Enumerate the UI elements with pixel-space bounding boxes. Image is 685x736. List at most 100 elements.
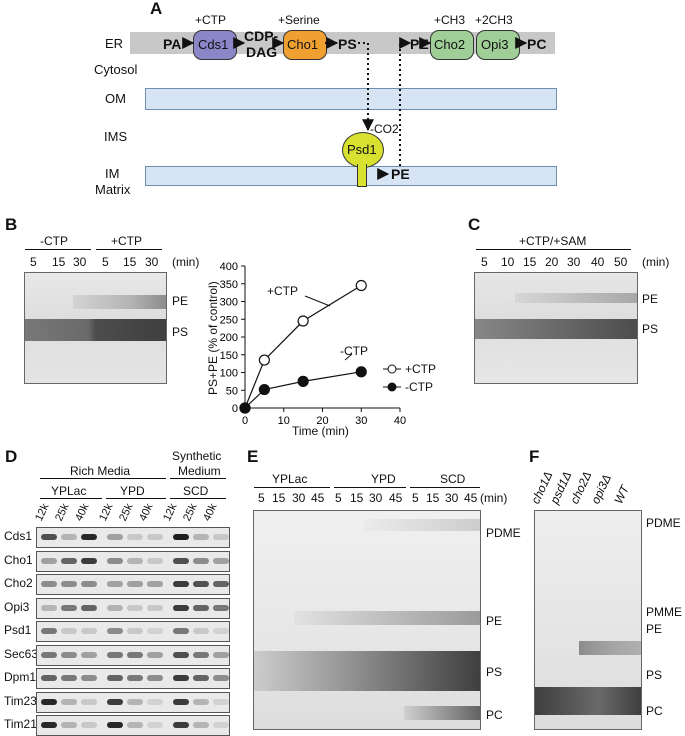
cho2-label: Cho2 — [434, 37, 466, 52]
d-band — [61, 722, 77, 728]
c-band-pe: PE — [642, 292, 659, 306]
e-lane-label: 15 — [350, 491, 364, 505]
d-blot-strip — [36, 691, 230, 713]
d-band — [107, 698, 123, 705]
d-band — [61, 534, 77, 540]
d-band — [193, 675, 209, 681]
panel-f-gel — [534, 510, 642, 730]
d-band — [41, 557, 57, 564]
d-band — [107, 628, 123, 634]
d-band — [173, 722, 189, 728]
legend-marker-minus — [387, 382, 397, 392]
minus-ctp-group: -CTP — [40, 234, 68, 248]
d-band — [81, 628, 97, 634]
d-band — [127, 604, 143, 611]
cho2-enzyme — [430, 30, 474, 60]
e-lane-label: 45 — [464, 491, 478, 505]
x-tick-label: 0 — [242, 415, 248, 427]
d-band — [193, 698, 209, 705]
d-band — [173, 628, 189, 634]
d-band — [173, 581, 189, 587]
d-band — [127, 651, 143, 658]
c-lane-label: 30 — [567, 255, 581, 269]
d-protein-label: Opi3 — [4, 599, 30, 614]
data-point — [355, 366, 367, 378]
f-band-pc: PC — [646, 704, 663, 718]
e-band-pc: PC — [486, 708, 503, 722]
d-band — [193, 534, 209, 540]
d-line-scd — [170, 498, 226, 499]
d-protein-label: Cds1 — [4, 529, 33, 543]
c-lane-label: 5 — [481, 255, 488, 269]
x-tick-label: 20 — [316, 415, 328, 427]
d-band — [193, 651, 209, 658]
c-lane-label: 15 — [523, 255, 537, 269]
y-tick-label: 0 — [232, 403, 238, 415]
d-band — [193, 557, 209, 564]
compartment-er: ER — [105, 36, 124, 51]
d-band — [173, 557, 189, 564]
d-band — [61, 628, 77, 634]
e-lane-label: 15 — [272, 491, 286, 505]
group-line-minus — [25, 249, 91, 250]
inner-membrane — [145, 166, 557, 186]
e-lane-label: 45 — [389, 491, 403, 505]
b-annot-minus: -CTP — [340, 344, 368, 358]
d-band — [81, 722, 97, 728]
d-band — [41, 698, 57, 705]
c-band-ps: PS — [642, 322, 659, 336]
c-lane-label: 40 — [591, 255, 605, 269]
b-band-pe: PE — [172, 294, 189, 308]
d-band — [213, 628, 229, 634]
compartment-cytosol: Cytosol — [94, 62, 138, 77]
d-band — [147, 675, 163, 681]
d-band — [61, 581, 77, 587]
d-band — [81, 557, 97, 564]
d-band — [213, 581, 229, 587]
e-lane-label: 45 — [311, 491, 325, 505]
compartment-im: IM — [105, 166, 120, 181]
d-band — [173, 698, 189, 705]
d-band — [41, 722, 57, 728]
d-rich-line — [40, 478, 166, 479]
d-line-ypd — [106, 498, 166, 499]
e-band-ps: PS — [486, 665, 503, 679]
d-band — [147, 651, 163, 658]
e-line-ypd — [334, 487, 406, 488]
pe-lipid-im: PE — [391, 166, 410, 182]
c-unit: (min) — [642, 255, 670, 269]
d-cond-ypd: YPD — [120, 484, 145, 498]
ps-lipid-er: PS — [338, 36, 357, 52]
c-lane-label: 10 — [501, 255, 515, 269]
panel-d-label: D — [5, 447, 18, 466]
f-band-pe: PE — [646, 622, 663, 636]
d-band — [107, 534, 123, 540]
e-lane-label: 5 — [258, 491, 265, 505]
d-protein-label: Cho2 — [4, 576, 33, 590]
y-tick-label: 50 — [226, 385, 238, 397]
outer-membrane — [145, 88, 557, 110]
d-blot-strip — [36, 550, 230, 572]
d-band — [41, 534, 57, 540]
data-point — [355, 279, 367, 292]
b-legend-minus: -CTP — [405, 380, 433, 394]
plus-ctp-group: +CTP — [111, 234, 143, 248]
d-blot-strip — [36, 668, 230, 689]
d-band — [81, 581, 97, 587]
e-band-pdme: PDME — [486, 526, 521, 540]
y-tick-label: 150 — [220, 350, 238, 362]
d-blot-strip — [36, 527, 230, 548]
d-synthetic-2: Medium — [178, 464, 221, 478]
f-band-pmme: PMME — [646, 605, 682, 619]
d-band — [213, 557, 229, 564]
data-point — [258, 383, 270, 396]
panel-e-gel — [253, 510, 481, 730]
pc-lipid: PC — [527, 36, 547, 52]
d-protein-label: Tim23 — [4, 693, 37, 708]
d-band — [61, 698, 77, 705]
d-band — [147, 534, 163, 540]
d-blot-strip — [36, 597, 230, 619]
panel-f-label: F — [529, 447, 540, 466]
b-xlabel: Time (min) — [292, 424, 349, 438]
